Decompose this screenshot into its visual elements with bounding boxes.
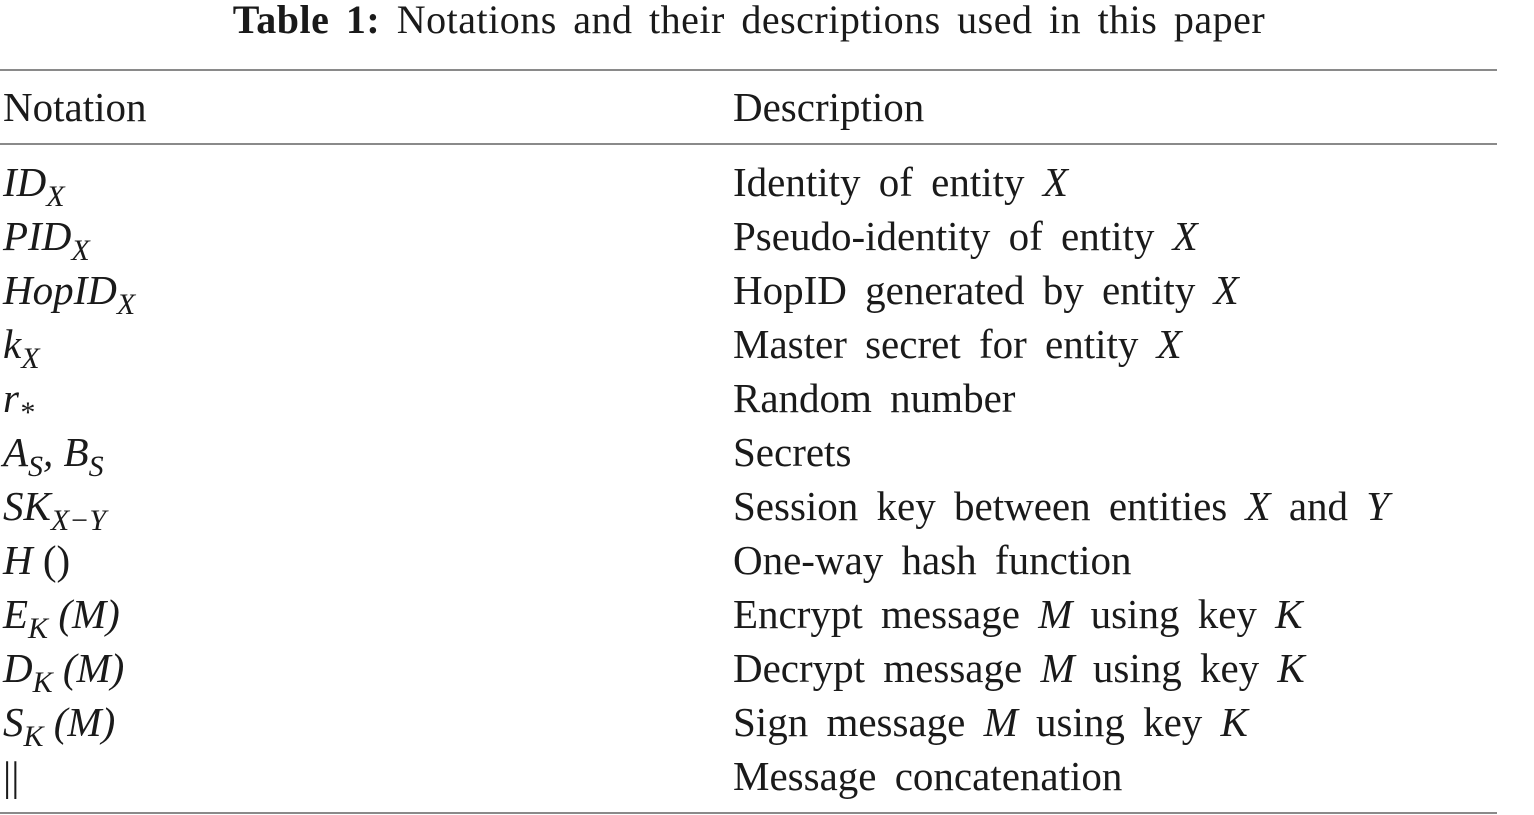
description-cell: Random number [733,375,1016,421]
notation-cell: SKX−Y [3,483,107,537]
table-row: || Message concatenation [0,751,1497,805]
notation-cell: HopIDX [3,267,136,321]
header-description: Description [733,84,925,130]
header-rule [0,143,1497,145]
table-row: SK (M) Sign message M using key K [0,697,1497,753]
caption-text: Notations and their descriptions used in… [380,0,1266,42]
table-caption: Table 1: Notations and their description… [0,0,1498,40]
notation-cell: r* [3,375,34,429]
table-row: DK (M) Decrypt message M using key K [0,643,1497,699]
table-row: PIDX Pseudo-identity of entity X [0,211,1497,267]
description-cell: Sign message M using key K [733,699,1248,745]
notation-cell: || [3,753,20,799]
notation-cell: PIDX [3,213,90,267]
description-cell: HopID generated by entity X [733,267,1239,313]
notation-cell: AS, BS [3,429,104,483]
description-cell: Master secret for entity X [733,321,1182,367]
header-notation: Notation [3,84,147,130]
table-row: H () One-way hash function [0,535,1497,589]
table-row: EK (M) Encrypt message M using key K [0,589,1497,645]
notation-cell: SK (M) [3,699,116,753]
description-cell: Session key between entities X and Y [733,483,1390,529]
notation-cell: DK (M) [3,645,125,699]
table-row: HopIDX HopID generated by entity X [0,265,1497,321]
description-cell: Message concatenation [733,753,1123,799]
notation-cell: H () [3,537,71,583]
table-body: IDX Identity of entity X PIDX Pseudo-ide… [0,157,1497,805]
notation-cell: IDX [3,159,65,213]
table-row: IDX Identity of entity X [0,157,1497,213]
description-cell: Encrypt message M using key K [733,591,1303,637]
notation-cell: kX [3,321,40,375]
notation-cell: EK (M) [3,591,120,645]
description-cell: Secrets [733,429,852,475]
table-row: kX Master secret for entity X [0,319,1497,375]
bottom-rule [0,812,1497,814]
description-cell: Pseudo-identity of entity X [733,213,1198,259]
top-rule [0,69,1497,71]
table-row: SKX−Y Session key between entities X and… [0,481,1497,537]
table-row: AS, BS Secrets [0,427,1497,483]
caption-label: Table 1: [232,0,381,42]
description-cell: Decrypt message M using key K [733,645,1305,691]
description-cell: Identity of entity X [733,159,1068,205]
table-row: r* Random number [0,373,1497,429]
description-cell: One-way hash function [733,537,1132,583]
